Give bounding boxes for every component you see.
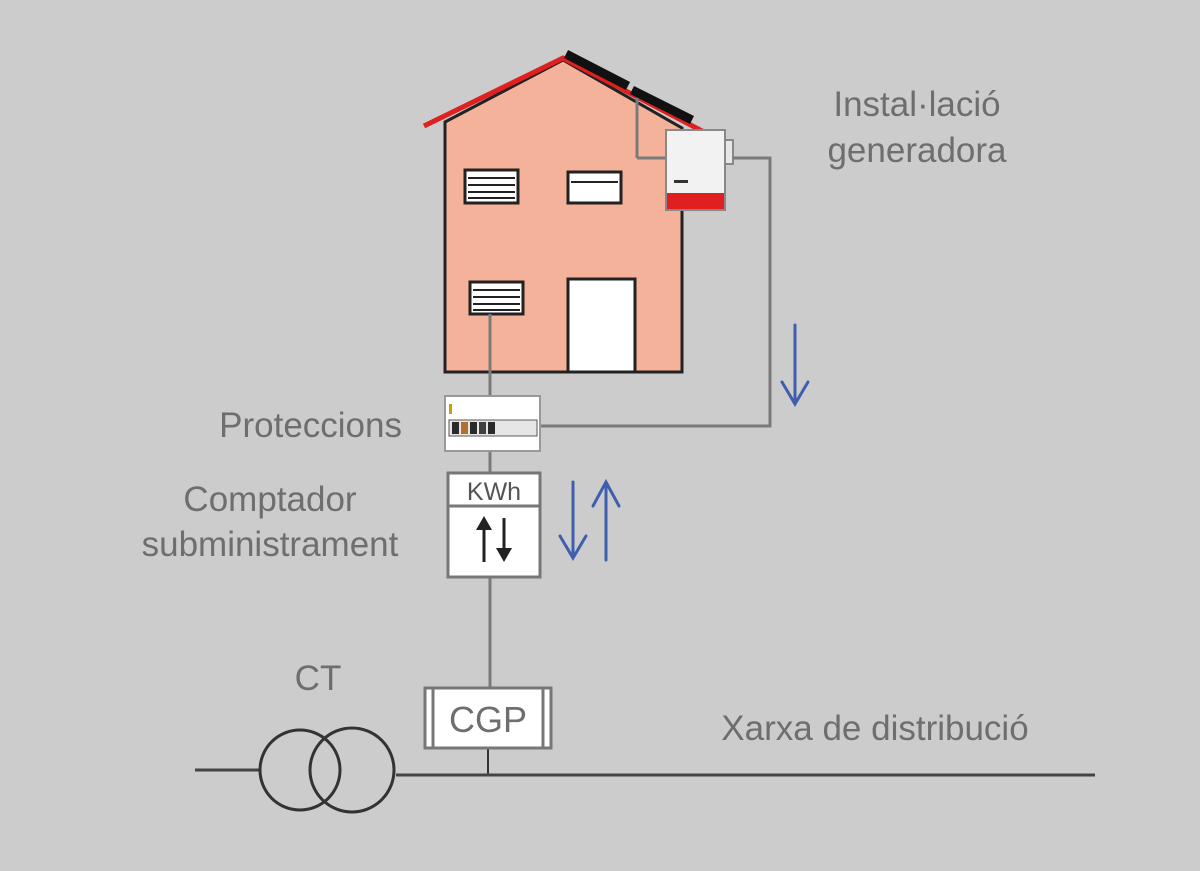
generator-label-line1: Instal·lació xyxy=(833,85,1000,124)
solar-panel-icon xyxy=(629,85,695,125)
meter-label-line2: subministrament xyxy=(142,525,399,564)
house-door xyxy=(566,277,637,374)
inverter-wire xyxy=(537,156,772,428)
wiring xyxy=(487,156,772,775)
window-top-right xyxy=(566,170,623,205)
meter-label-line1: Comptador xyxy=(183,480,356,519)
arrow-down-consumption xyxy=(558,480,588,561)
arrow-down-generation xyxy=(780,323,810,407)
cgp-box xyxy=(423,686,553,750)
house-body xyxy=(443,58,684,374)
energy-flow-arrows xyxy=(558,323,810,562)
meter-icon xyxy=(446,471,542,579)
arrow-up-export xyxy=(591,478,621,562)
grid-label: Xarxa de distribució xyxy=(721,709,1028,748)
transformer-icon xyxy=(258,726,396,814)
ct-label: CT xyxy=(295,659,342,698)
inverter-icon xyxy=(635,98,734,211)
meter-unit-label: KWh xyxy=(467,478,521,506)
window-bottom-left xyxy=(468,280,525,316)
window-top-left xyxy=(463,168,520,205)
house xyxy=(422,50,706,374)
breaker-panel-icon xyxy=(444,395,541,452)
generator-label-line2: generadora xyxy=(827,131,1007,170)
solar-panel-icon xyxy=(563,50,631,90)
protections-label: Proteccions xyxy=(219,406,402,445)
cgp-label: CGP xyxy=(449,699,527,740)
